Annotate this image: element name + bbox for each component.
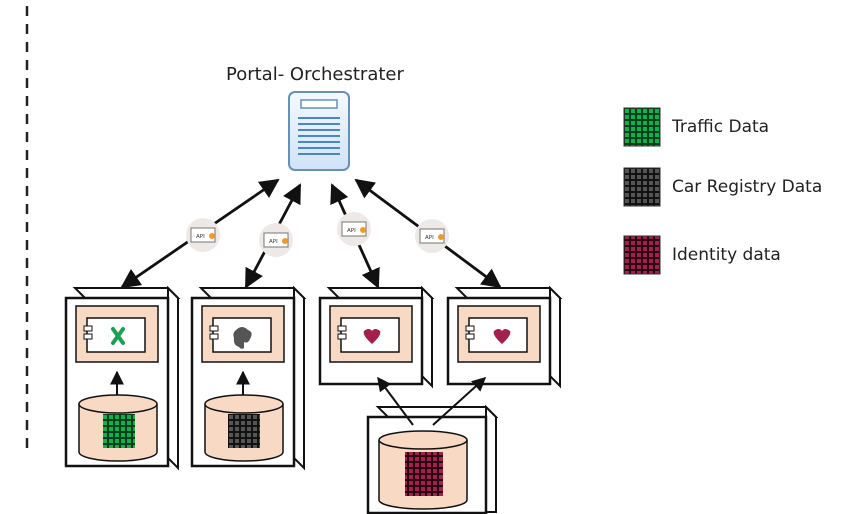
traffic-data-grid-icon [103,414,135,448]
api-badge: API [337,212,371,246]
cloud-icon [233,327,252,349]
car-registry-grid-icon [228,414,260,448]
identity-data-grid-icon [405,452,443,496]
service-container-traffic [64,285,181,471]
database-cylinder [78,394,158,462]
arrow-db-identity-b [432,377,487,426]
api-badge-label: API [425,235,434,241]
portal-orchestrater-title: Portal- Orchestrater [226,64,404,85]
api-badge-label: API [269,239,278,245]
shared-identity-database [366,404,499,514]
car-registry-grid-icon [623,167,661,207]
portal-document-icon [288,91,350,171]
x-icon [111,327,125,345]
arrow-db-identity-a [377,376,414,426]
identity-data-grid-icon [623,235,661,275]
legend-label: Car Registry Data [672,177,823,197]
service-container-car-registry [190,285,307,471]
traffic-data-grid-icon [623,107,661,147]
legend-label: Traffic Data [672,117,770,137]
heart-icon [493,329,511,344]
api-badge: API [415,219,449,253]
service-container-identity-b [446,285,563,389]
api-badge-label: API [196,234,205,240]
service-container-identity-a [318,285,435,389]
heart-icon [363,329,381,344]
database-cylinder [204,394,284,462]
legend-label: Identity data [672,245,781,265]
api-badge-label: API [347,228,356,234]
api-badge: API [259,223,293,257]
api-badge: API [186,218,220,252]
